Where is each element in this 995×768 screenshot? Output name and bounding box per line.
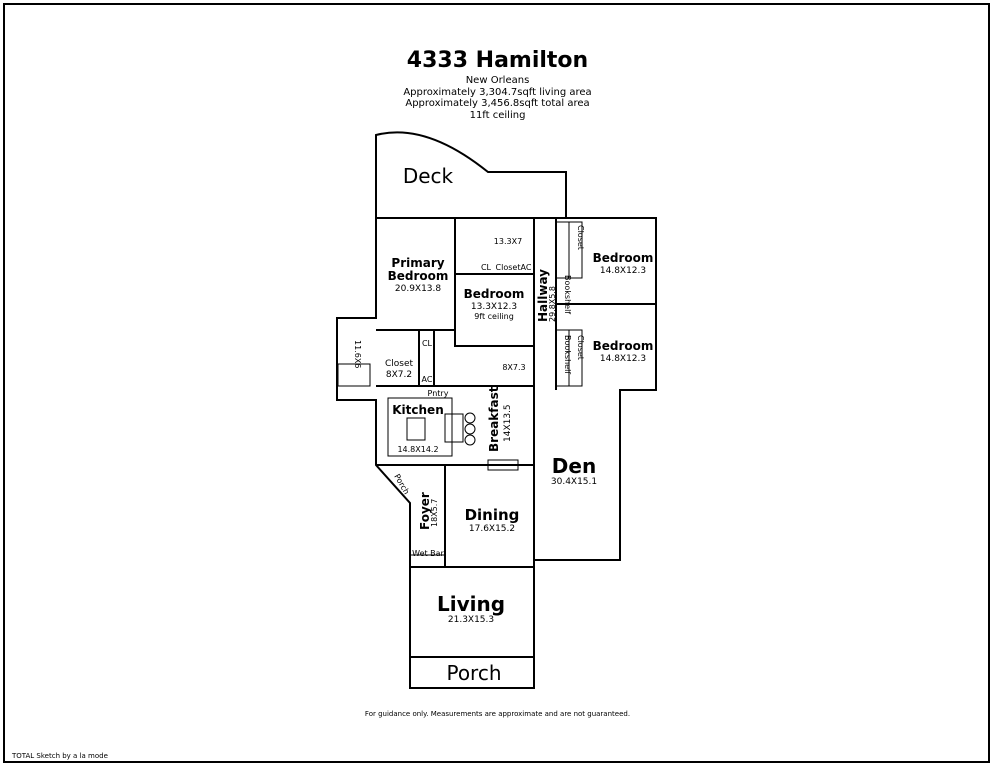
plan-title: 4333 Hamilton <box>406 48 589 73</box>
small-bath-shower <box>337 363 371 387</box>
closet-label: Closet <box>496 263 521 272</box>
stool-icon <box>464 412 476 424</box>
bedroom-center-ceiling: 9ft ceiling <box>474 312 514 321</box>
half-bath-dim: 8X7.3 <box>502 363 525 372</box>
bookshelf-ne-label: Bookshelf <box>563 275 572 314</box>
breakfast-dim: 14X13.5 <box>503 404 513 442</box>
closet-e <box>568 329 583 387</box>
wet-bar-label: Wet Bar <box>412 549 444 558</box>
primary-bedroom-label-2: Bedroom <box>388 269 449 283</box>
plan-city: New Orleans <box>465 75 530 86</box>
plan-ceiling: 11ft ceiling <box>469 110 526 121</box>
fireplace-icon <box>487 459 519 471</box>
bedroom-e-dim: 14.8X12.3 <box>600 354 646 364</box>
kitchen-dim: 14.8X14.2 <box>397 445 438 454</box>
sheet-border <box>3 3 990 763</box>
den-label: Den <box>552 454 596 478</box>
wet-bar-counter <box>409 554 446 568</box>
stool-icon <box>464 423 476 435</box>
living-outline <box>409 566 535 689</box>
living-label: Living <box>437 592 505 616</box>
kitchen-range-icon <box>406 417 426 441</box>
primary-bedroom-dim: 20.9X13.8 <box>395 284 442 294</box>
bedroom-ne-label: Bedroom <box>593 251 654 265</box>
kitchen-island-icon <box>444 413 464 443</box>
small-bath-dim: 11.6X6 <box>353 340 362 368</box>
primary-bedroom-label: Primary <box>391 256 444 270</box>
plan-living-area: Approximately 3,304.7sqft living area <box>403 87 592 98</box>
closet-e-label: Closet <box>576 335 585 360</box>
dining-label: Dining <box>465 506 520 524</box>
plan-total-area: Approximately 3,456.8sqft total area <box>405 98 590 109</box>
deck-label: Deck <box>403 164 454 188</box>
den-dim: 30.4X15.1 <box>551 477 597 487</box>
stool-icon <box>464 434 476 446</box>
bedroom-e-label: Bedroom <box>593 339 654 353</box>
cl-label-2: CL <box>422 339 433 348</box>
foyer-dim: 18X5.7 <box>430 499 439 527</box>
deck-outline <box>375 131 567 218</box>
cl-label: CL <box>481 263 492 272</box>
dining-dim: 17.6X15.2 <box>469 524 515 534</box>
ac-label-2: AC <box>422 375 433 384</box>
closet-ne-label: Closet <box>576 225 585 250</box>
side-porch-label: Porch <box>392 473 411 497</box>
kitchen-outline <box>387 397 453 457</box>
bedroom-center-label: Bedroom <box>464 287 525 301</box>
hallway-label: Hallway <box>536 269 550 322</box>
living-dim: 21.3X15.3 <box>448 615 494 625</box>
credit: TOTAL Sketch by a la mode <box>12 752 108 760</box>
bedroom-ne-dim: 14.8X12.3 <box>600 266 646 276</box>
bath-bedroom-wall <box>454 218 534 347</box>
bedroom-center-dim: 13.3X12.3 <box>471 302 517 312</box>
front-porch-label: Porch <box>446 661 501 685</box>
ac-label: AC <box>521 263 532 272</box>
pantry-label: Pntry <box>428 389 449 398</box>
bookshelf-ne <box>555 221 570 279</box>
closet-main-label: Closet <box>385 359 414 369</box>
hallway-dim: 29.8X5.8 <box>548 286 557 322</box>
foyer-label: Foyer <box>418 492 432 530</box>
disclaimer: For guidance only. Measurements are appr… <box>364 710 631 718</box>
kitchen-label: Kitchen <box>392 403 444 417</box>
closet-main-dim: 8X7.2 <box>386 370 412 380</box>
breakfast-label: Breakfast <box>487 386 501 452</box>
closet-ne <box>568 221 583 279</box>
bath-dim: 13.3X7 <box>494 237 522 246</box>
bookshelf-e-label: Bookshelf <box>563 335 572 374</box>
